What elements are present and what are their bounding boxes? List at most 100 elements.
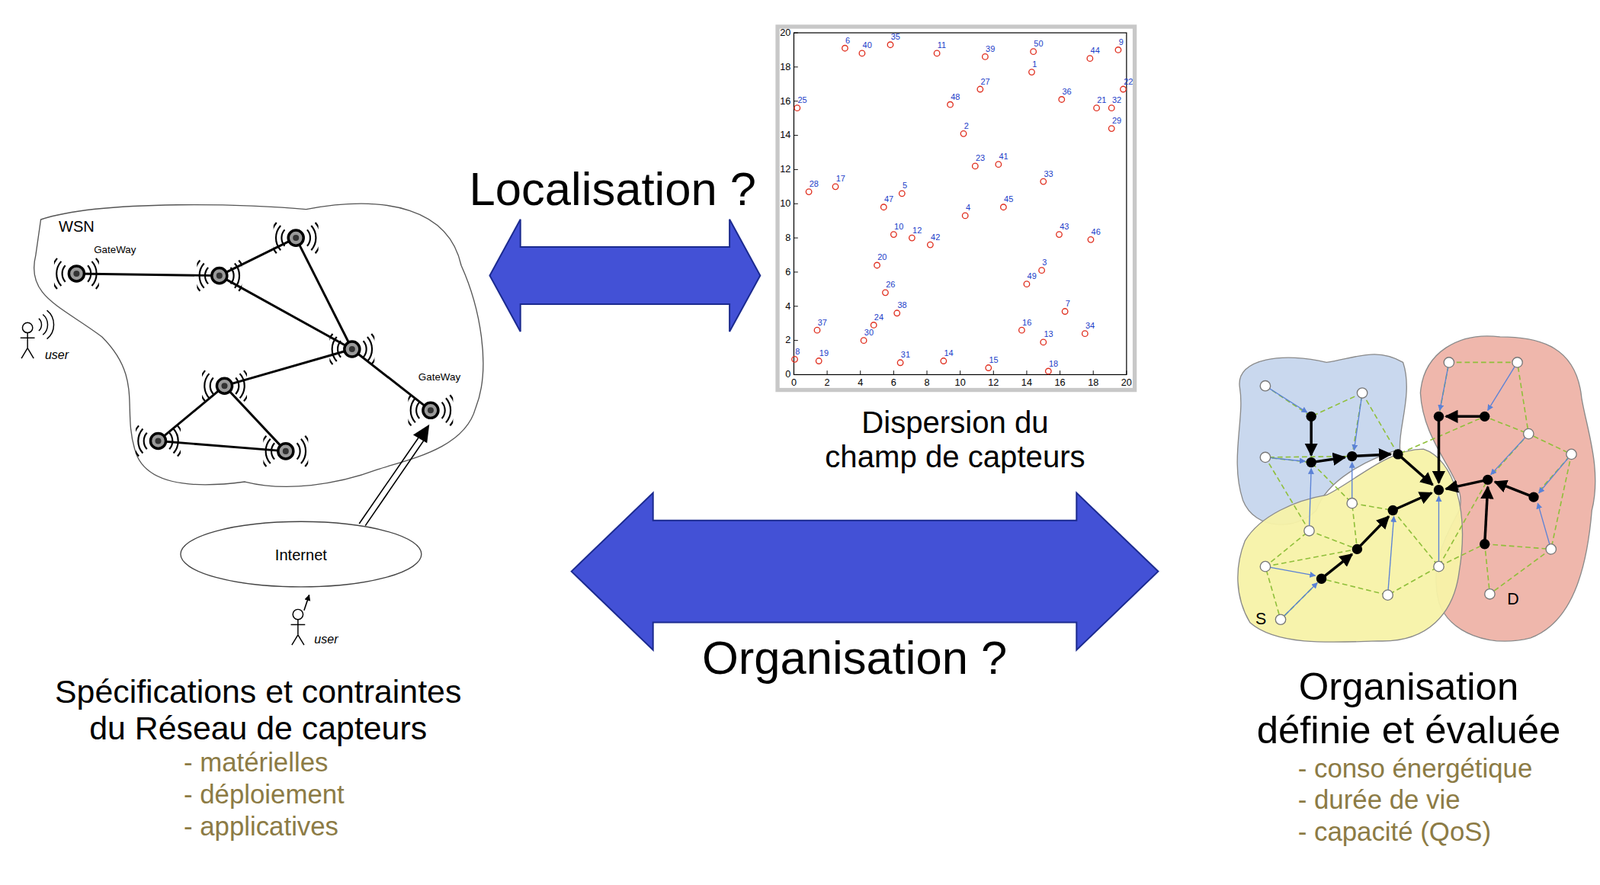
tick-mark — [993, 370, 994, 375]
axis-tick: 0 — [785, 369, 791, 380]
panel: Spécifications et contraintes du Réseau … — [8, 193, 509, 880]
relay-node — [1305, 411, 1539, 584]
node-number: 28 — [809, 179, 819, 189]
tick-mark — [827, 370, 828, 375]
cluster-region — [1237, 448, 1463, 642]
axis-tick: 16 — [779, 96, 791, 106]
sensor-point — [882, 289, 889, 295]
plot-frame — [777, 26, 1136, 391]
node-number: 23 — [975, 153, 985, 163]
sensor-node — [1260, 561, 1270, 571]
network-name: Internet — [275, 547, 328, 563]
axis-tick: 18 — [1087, 378, 1099, 388]
node-number: 48 — [950, 92, 960, 102]
routing-link — [1265, 457, 1306, 462]
axis-tick: 20 — [779, 27, 791, 38]
sensor-point — [791, 356, 798, 363]
sensor-point — [814, 327, 820, 333]
sensor-point — [1045, 368, 1052, 374]
node-number: 34 — [1085, 321, 1095, 331]
sensor-point — [887, 41, 893, 48]
sensor-node — [1545, 544, 1556, 555]
routing-link — [1490, 433, 1530, 475]
node-name: GateWay — [93, 244, 136, 255]
node-number: 27 — [981, 77, 991, 87]
node-number: 17 — [836, 174, 846, 183]
user-figure — [47, 310, 55, 339]
sensor-symbol — [199, 370, 251, 401]
node-number: 49 — [1027, 272, 1037, 281]
node-number: 44 — [1090, 46, 1100, 55]
sensor-point — [1058, 96, 1065, 103]
sensor-symbol — [194, 260, 245, 292]
route-arrow — [1311, 457, 1345, 463]
sensor-node — [1275, 614, 1286, 625]
wsn-link — [219, 275, 353, 350]
sensor-node — [1346, 497, 1357, 508]
sensor-point — [1030, 48, 1036, 55]
route-arrow — [1321, 554, 1353, 579]
neighbor-link — [1265, 393, 1529, 568]
axis-tick: 12 — [987, 378, 999, 388]
caption: Organisation définie et évaluée — [1240, 665, 1577, 753]
relay-node — [1305, 411, 1316, 422]
user-figure — [27, 348, 34, 359]
caption: Spécifications et contraintes du Réseau … — [41, 673, 476, 747]
node-name: GateWay — [418, 372, 461, 383]
edge-label: Organisation ? — [702, 632, 1007, 685]
node-number: 14 — [944, 349, 954, 358]
sensor-point — [1056, 231, 1062, 238]
list-item: - applicatives — [183, 810, 339, 843]
sensor-node — [1304, 525, 1315, 536]
relay-node — [1482, 474, 1493, 485]
axis-tick: 14 — [1021, 378, 1033, 388]
route-arrow — [1352, 454, 1392, 457]
node-number: 33 — [1043, 169, 1053, 179]
relay-node — [1346, 451, 1357, 462]
node-number: 46 — [1091, 227, 1101, 237]
axis-tick: 20 — [1121, 378, 1132, 388]
route-arrow — [1356, 516, 1389, 550]
route-arrow — [1437, 416, 1440, 483]
node-number: 37 — [817, 318, 828, 328]
node-number: 18 — [1048, 359, 1059, 369]
plot-frame — [791, 41, 1126, 375]
sensor-point — [1023, 281, 1030, 287]
user-figure — [21, 348, 28, 359]
sensor-point — [1082, 330, 1088, 337]
node-number: 15 — [988, 355, 998, 365]
plot-frame — [777, 26, 1136, 391]
node-number: 1 — [1032, 60, 1037, 69]
caption: Dispersion du champ de capteurs — [817, 406, 1093, 475]
tick-mark — [793, 237, 798, 239]
sensor-point — [897, 359, 903, 366]
routing-link — [1537, 503, 1551, 549]
sensor-point — [891, 231, 897, 238]
tick-mark — [793, 374, 798, 376]
list-item: - durée de vie — [1298, 783, 1461, 816]
plot-frame — [793, 32, 1126, 375]
sensor-point — [1040, 178, 1046, 184]
user-figure — [20, 310, 305, 645]
route-arrow — [1309, 416, 1312, 456]
tick-mark — [793, 339, 798, 341]
tick-mark — [793, 271, 798, 273]
axis-tick: 18 — [779, 61, 791, 72]
axis-tick: 6 — [891, 378, 897, 388]
routing-link — [1280, 583, 1318, 620]
sensor-symbol — [405, 394, 456, 426]
wsn-cloud — [34, 203, 484, 487]
relay-node — [1392, 448, 1403, 459]
axis-tick: 10 — [779, 198, 791, 209]
routing-link — [1487, 362, 1518, 411]
route-arrow — [1494, 481, 1534, 497]
tick-mark — [1125, 370, 1127, 375]
sensor-symbol — [51, 258, 103, 289]
route-arrow — [1446, 479, 1488, 489]
node-number: 25 — [798, 96, 808, 105]
sensor-point — [1061, 308, 1068, 315]
node-number: 13 — [1043, 330, 1053, 339]
tick-mark — [793, 169, 798, 170]
route-arrow — [1311, 416, 1534, 579]
data-path — [413, 425, 429, 442]
